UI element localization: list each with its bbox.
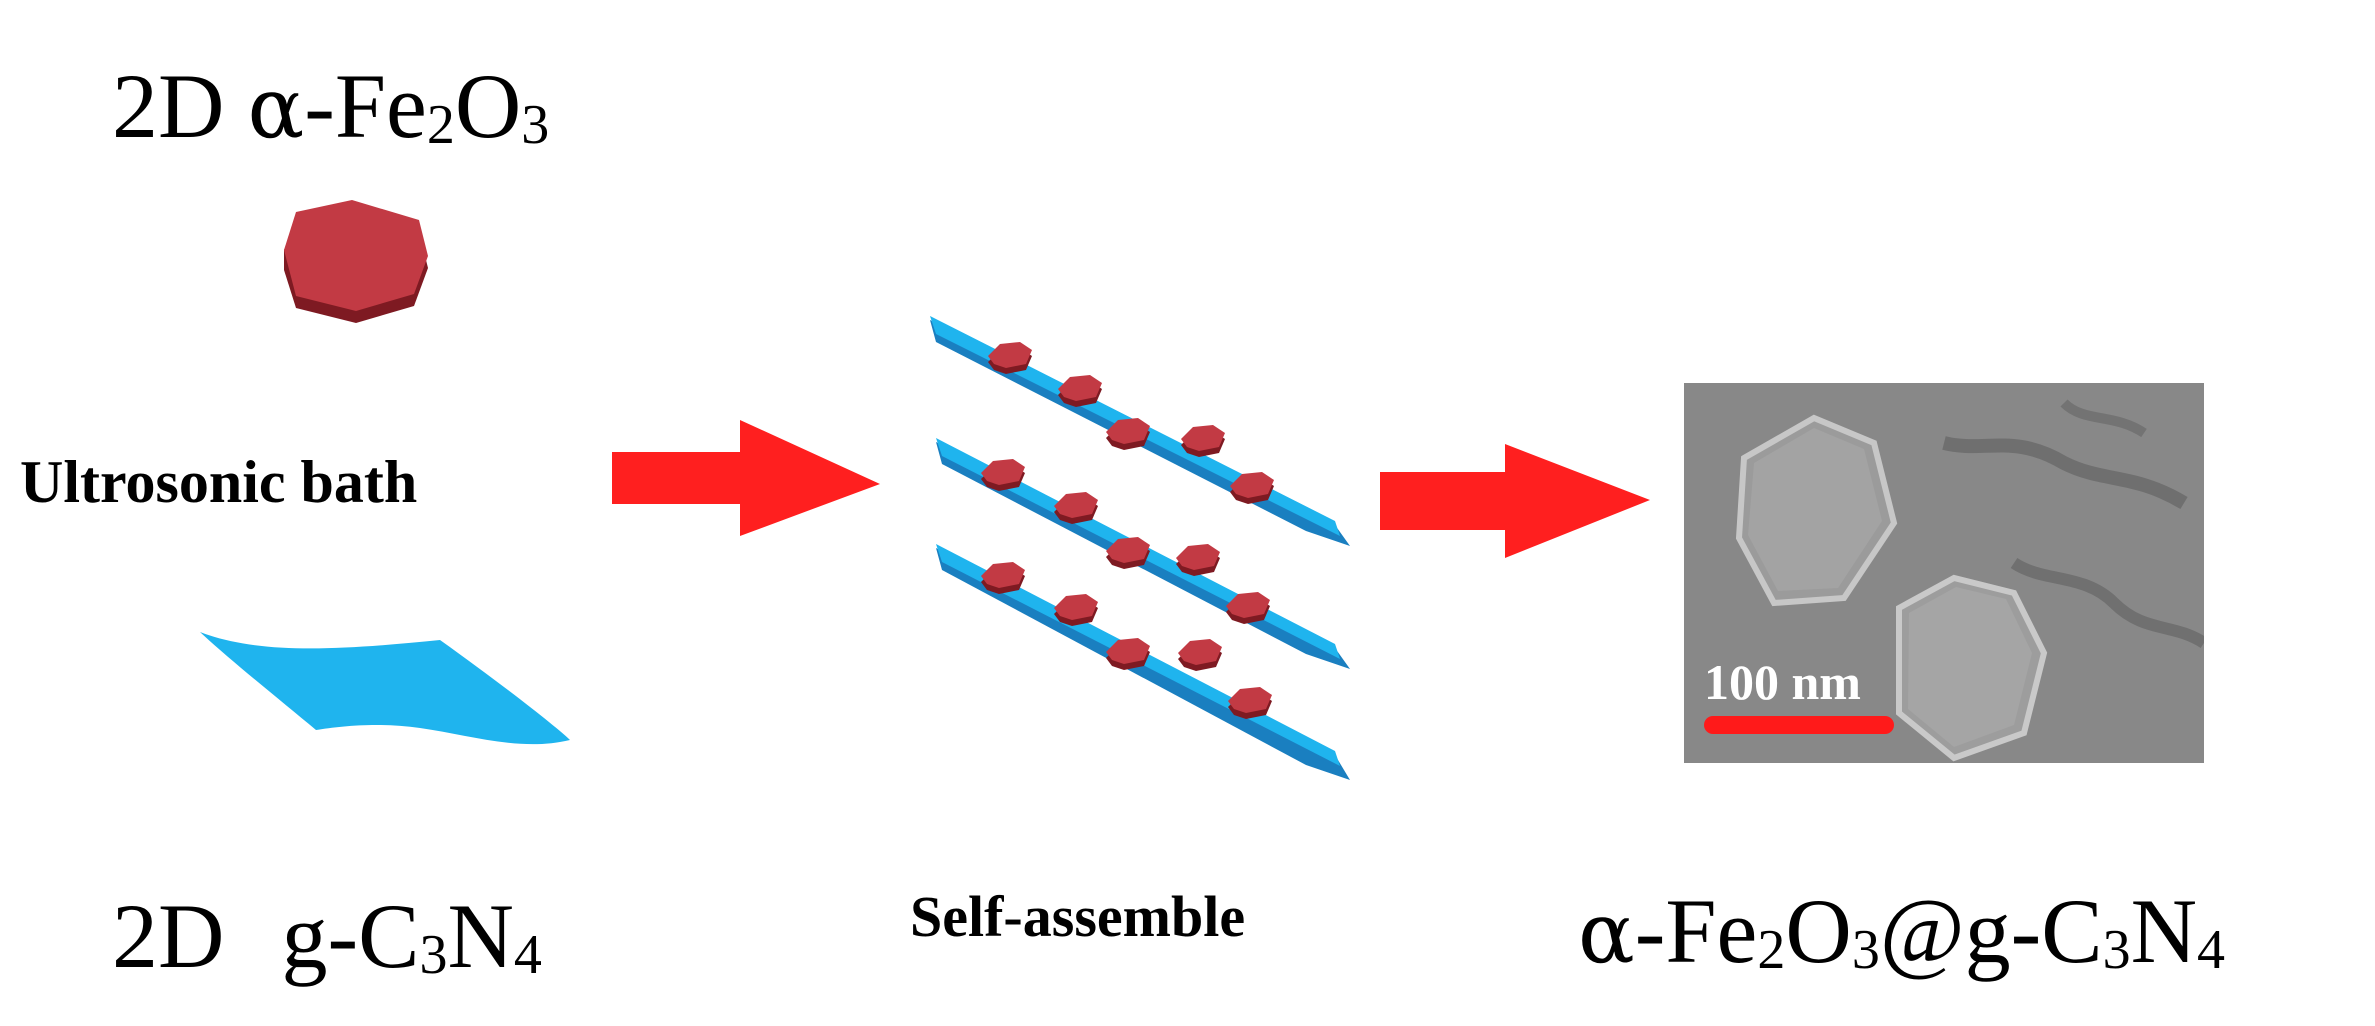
product-label-at: @	[1879, 880, 1965, 982]
gc3n4-label: 2D g-C3N4	[112, 890, 542, 983]
product-label: α-Fe2O3@g-C3N4	[1578, 885, 2225, 978]
fe2o3-label-prefix: 2D	[112, 55, 225, 157]
stacked-hex-icon	[1178, 639, 1222, 671]
process-step-label: Ultrosonic bath	[20, 449, 418, 515]
scale-bar	[1704, 716, 1894, 734]
product-label-fe: -Fe	[1634, 880, 1758, 982]
product-label-gc: g-C	[1964, 880, 2103, 982]
stacked-sheet-2	[936, 438, 1350, 669]
fe2o3-label-alpha: α	[247, 59, 305, 157]
gc3n4-label-n: N	[447, 885, 514, 987]
fe2o3-label: 2D α-Fe2O3	[112, 60, 549, 153]
scale-bar-label: 100 nm	[1704, 654, 1861, 710]
stacked-hex-icon	[1054, 594, 1098, 626]
stacked-hex-icon	[981, 459, 1025, 491]
product-label-alpha: α	[1578, 884, 1635, 982]
fe2o3-hexagon-icon	[284, 200, 428, 323]
stacked-hex-icon	[988, 342, 1032, 374]
gc3n4-label-gc: g-C	[281, 885, 420, 987]
stacked-hex-icon	[1228, 687, 1272, 719]
product-label-sub3: 3	[2102, 919, 2131, 981]
stacked-sheets-group	[930, 316, 1350, 780]
gc3n4-sheet-icon	[200, 632, 570, 745]
sem-image: 100 nm	[1684, 383, 2204, 763]
fe2o3-label-fe: -Fe	[304, 55, 427, 157]
product-label-o: O	[1785, 880, 1852, 982]
self-assemble-label: Self-assemble	[910, 884, 1246, 949]
stacked-hex-icon	[1176, 544, 1220, 576]
stacked-sheet-3	[936, 544, 1350, 780]
stacked-sheet-1	[930, 316, 1350, 546]
fe2o3-label-o: O	[454, 55, 522, 157]
fe2o3-label-sub1: 2	[426, 94, 455, 156]
fe2o3-label-sub2: 3	[521, 94, 550, 156]
arrow-1-icon	[612, 420, 880, 536]
product-label-sub1: 2	[1757, 919, 1786, 981]
product-label-sub4: 4	[2197, 919, 2226, 981]
stacked-hex-icon	[1058, 375, 1102, 407]
gc3n4-label-sub1: 3	[419, 924, 448, 986]
gc3n4-label-sub2: 4	[513, 924, 542, 986]
stacked-hex-icon	[981, 562, 1025, 594]
arrow-2-icon	[1380, 444, 1650, 558]
stacked-hex-icon	[1181, 425, 1225, 457]
gc3n4-label-prefix: 2D	[112, 885, 225, 987]
product-label-n: N	[2130, 880, 2198, 982]
stacked-hex-icon	[1054, 492, 1098, 524]
product-label-sub2: 3	[1851, 919, 1880, 981]
sem-texture	[1684, 383, 2204, 763]
